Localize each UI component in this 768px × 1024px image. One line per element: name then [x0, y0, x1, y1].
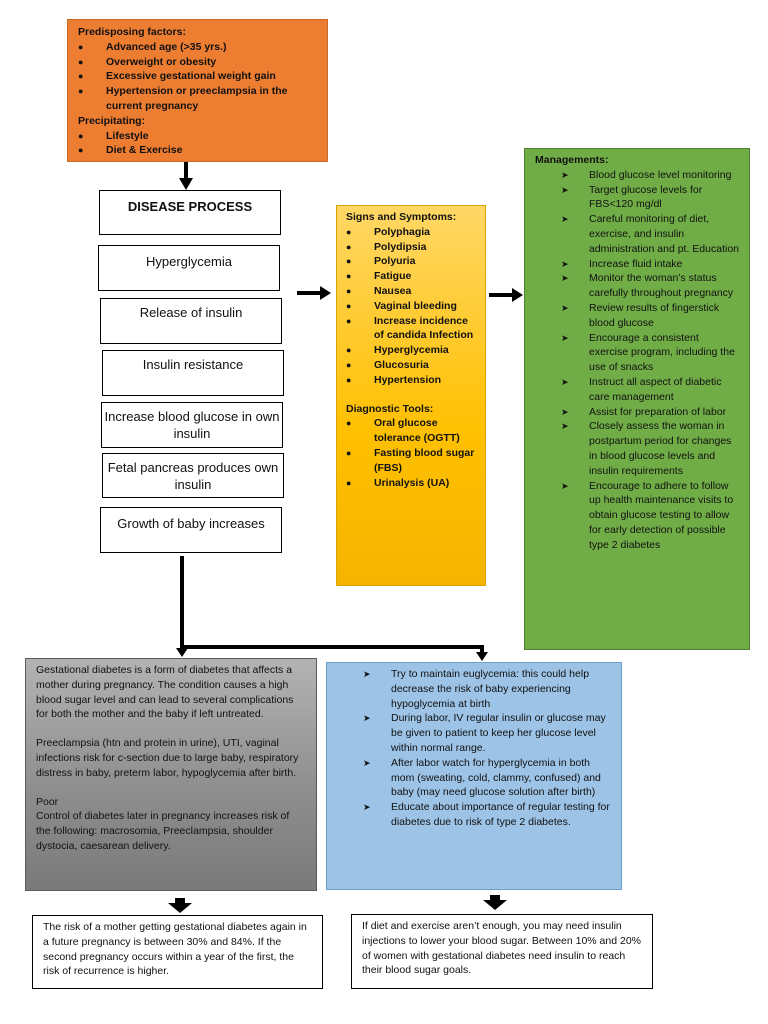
recurrence-note: The risk of a mother getting gestational… [32, 915, 323, 989]
management-item: Increase fluid intake [561, 257, 739, 272]
signs-symptoms-box: Signs and Symptoms: Polyphagia Polydipsi… [336, 205, 486, 586]
management-item: Review results of fingerstick blood gluc… [561, 301, 739, 331]
arrow-down-icon [176, 648, 188, 657]
sign-item: Vaginal bleeding [346, 299, 476, 314]
management-item: Encourage a consistent exercise program,… [561, 331, 739, 375]
precipitating-item: Lifestyle [78, 129, 317, 144]
sign-item: Hyperglycemia [346, 343, 476, 358]
intervention-item: During labor, IV regular insulin or gluc… [363, 711, 611, 755]
sign-item: Polyphagia [346, 225, 476, 240]
sign-item: Nausea [346, 284, 476, 299]
sign-item: Polyuria [346, 254, 476, 269]
complications-paragraph: Preeclampsia (htn and protein in urine),… [36, 737, 299, 779]
diagnostic-item: Oral glucose tolerance (OGTT) [346, 416, 476, 446]
management-item: Closely assess the woman in postpartum p… [561, 419, 739, 478]
sign-item: Glucosuria [346, 358, 476, 373]
predisposing-list: Advanced age (>35 yrs.) Overweight or ob… [78, 40, 317, 114]
managements-list: Blood glucose level monitoring Target gl… [561, 168, 739, 553]
predisposing-item: Advanced age (>35 yrs.) [78, 40, 317, 55]
management-item: Assist for preparation of labor [561, 405, 739, 420]
description-paragraph: Gestational diabetes is a form of diabet… [36, 664, 294, 721]
process-step-release-of-insulin: Release of insulin [100, 298, 282, 344]
precipitating-item: Diet & Exercise [78, 143, 317, 158]
arrow-down-icon [476, 652, 488, 661]
predisposing-item: Overweight or obesity [78, 55, 317, 70]
arrow-down-icon [483, 900, 507, 910]
process-step-hyperglycemia: Hyperglycemia [98, 245, 280, 291]
process-step-fetal-pancreas: Fetal pancreas produces own insulin [102, 453, 284, 498]
sign-item: Polydipsia [346, 240, 476, 255]
description-box: Gestational diabetes is a form of diabet… [25, 658, 317, 891]
connector-line [175, 898, 185, 904]
predisposing-item: Hypertension or preeclampsia in the curr… [78, 84, 317, 114]
poor-label: Poor [36, 795, 59, 808]
diagnostic-title: Diagnostic Tools: [346, 402, 434, 415]
arrow-right-icon [320, 286, 331, 300]
arrow-right-icon [512, 288, 523, 302]
disease-process-title: DISEASE PROCESS [99, 190, 281, 235]
sign-item: Increase incidence of candida Infection [346, 314, 476, 344]
predisposing-factors-box: Predisposing factors: Advanced age (>35 … [67, 19, 328, 162]
signs-title: Signs and Symptoms: [346, 211, 457, 223]
managements-title: Managements: [535, 154, 609, 166]
arrow-down-icon [179, 178, 193, 190]
precipitating-title: Precipitating: [78, 114, 146, 127]
intervention-item: Try to maintain euglycemia: this could h… [363, 667, 611, 711]
process-step-increase-blood-glucose: Increase blood glucose in own insulin [101, 402, 283, 448]
diagnostic-item: Fasting blood sugar (FBS) [346, 446, 476, 476]
arrow-down-icon [168, 903, 192, 913]
connector-line [490, 895, 500, 901]
intervention-item: Educate about importance of regular test… [363, 800, 611, 830]
diagnostic-list: Oral glucose tolerance (OGTT) Fasting bl… [346, 416, 476, 490]
nursing-interventions-box: Try to maintain euglycemia: this could h… [326, 662, 622, 890]
insulin-note: If diet and exercise aren’t enough, you … [351, 914, 653, 989]
sign-item: Fatigue [346, 269, 476, 284]
risk-paragraph: Control of diabetes later in pregnancy i… [36, 810, 290, 852]
management-item: Instruct all aspect of diabetic care man… [561, 375, 739, 405]
management-item: Careful monitoring of diet, exercise, an… [561, 212, 739, 256]
management-item: Blood glucose level monitoring [561, 168, 739, 183]
process-step-insulin-resistance: Insulin resistance [102, 350, 284, 396]
process-step-growth-of-baby: Growth of baby increases [100, 507, 282, 553]
intervention-item: After labor watch for hyperglycemia in b… [363, 756, 611, 800]
management-item: Encourage to adhere to follow up health … [561, 479, 739, 553]
sign-item: Hypertension [346, 373, 476, 388]
diagnostic-item: Urinalysis (UA) [346, 476, 476, 491]
precipitating-list: Lifestyle Diet & Exercise [78, 129, 317, 159]
signs-list: Polyphagia Polydipsia Polyuria Fatigue N… [346, 225, 476, 388]
interventions-list: Try to maintain euglycemia: this could h… [363, 667, 611, 830]
managements-box: Managements: Blood glucose level monitor… [524, 148, 750, 650]
predisposing-title: Predisposing factors: [78, 26, 186, 38]
predisposing-item: Excessive gestational weight gain [78, 69, 317, 84]
management-item: Monitor the woman’s status carefully thr… [561, 271, 739, 301]
management-item: Target glucose levels for FBS<120 mg/dl [561, 183, 739, 213]
